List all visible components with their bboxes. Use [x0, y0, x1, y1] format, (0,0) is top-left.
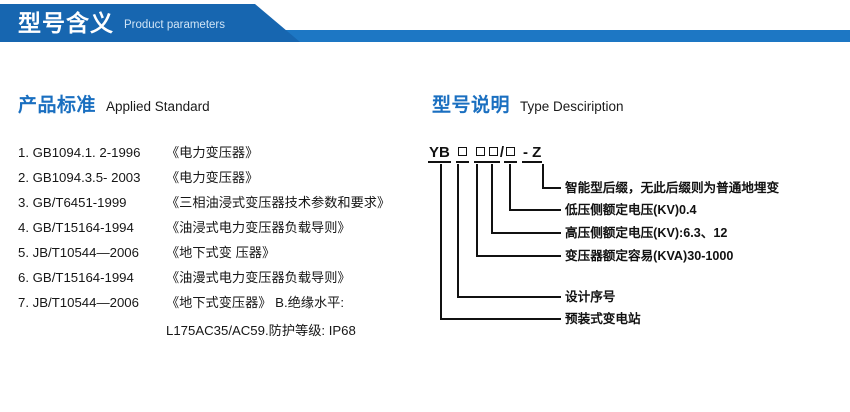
leader-design-serial [457, 164, 561, 298]
standard-row: 6. GB/T15164-1994 《油漫式电力变压器负载导则》 [18, 270, 428, 287]
callout-hv-rated-voltage: 高压侧额定电压(KV):6.3、12 [565, 226, 728, 240]
standard-code: 7. JB/T10544—2006 [18, 295, 139, 310]
section-title-type-description: 型号说明 Type Desciription [432, 90, 624, 117]
leader-hv-voltage [491, 164, 561, 234]
callout-design-serial: 设计序号 [565, 290, 616, 304]
callout-labels: 智能型后缀，无此后缀则为普通地埋变 低压侧额定电压(KV)0.4 高压侧额定电压… [425, 140, 850, 340]
section-title-cn: 型号说明 [432, 95, 511, 116]
code-box-design [455, 144, 469, 163]
code-box-capacity [473, 144, 487, 163]
code-box-icon [475, 147, 485, 156]
standard-row: 7. JB/T10544—2006 《地下式变压器》 B.绝缘水平: [18, 295, 428, 312]
code-box-lv [504, 144, 518, 163]
standard-code: 5. JB/T10544—2006 [18, 245, 139, 260]
code-box-hv [486, 144, 500, 163]
callout-rated-capacity: 变压器额定容易(KVA)30-1000 [565, 249, 734, 263]
standard-name: 《三相油浸式变压器技术参数和要求》 [166, 195, 391, 210]
standard-code: 4. GB/T15164-1994 [18, 220, 134, 235]
standard-name: 《电力变压器》 [166, 170, 259, 185]
banner-dark-block [0, 4, 300, 42]
banner-title-cn: 型号含义 [18, 9, 114, 36]
section-title-en: Applied Standard [106, 99, 210, 114]
standard-name: 《地下式变 压器》 [166, 245, 276, 260]
leader-lv-voltage [509, 164, 561, 211]
leader-substation-type [440, 164, 561, 320]
section-title-applied-standard: 产品标准 Applied Standard [18, 90, 210, 117]
callout-substation-type: 预装式变电站 [565, 312, 641, 326]
leader-rated-capacity [476, 164, 561, 257]
callout-lv-rated-voltage: 低压侧额定电压(KV)0.4 [565, 203, 697, 217]
banner-title-en: Product parameters [124, 19, 225, 32]
banner-content: 型号含义 Product parameters [0, 4, 300, 42]
standards-list: 1. GB1094.1. 2-1996 《电力变压器》 2. GB1094.3.… [18, 145, 428, 339]
code-box-icon [457, 147, 467, 156]
standards-continuation: L175AC35/AC59.防护等级: IP68 [166, 323, 356, 338]
code-slash: / [499, 144, 505, 161]
code-box-icon [506, 147, 516, 156]
standard-row: 5. JB/T10544—2006 《地下式变 压器》 [18, 245, 428, 262]
standard-name: 《油漫式电力变压器负载导则》 [166, 270, 351, 285]
code-box-icon [488, 147, 498, 156]
standard-row: 1. GB1094.1. 2-1996 《电力变压器》 [18, 145, 428, 162]
standard-row: 2. GB1094.3.5- 2003 《电力变压器》 [18, 170, 428, 187]
standard-name: 《油浸式电力变压器负载导则》 [166, 220, 351, 235]
code-prefix: YB [428, 144, 451, 163]
standard-row: 4. GB/T15164-1994 《油浸式电力变压器负载导则》 [18, 220, 428, 237]
section-title-en: Type Desciription [520, 99, 624, 114]
standard-code: 6. GB/T15164-1994 [18, 270, 134, 285]
model-code-string: YB / - Z [428, 144, 543, 163]
standard-code: 2. GB1094.3.5- 2003 [18, 170, 141, 185]
callout-intelligent-suffix: 智能型后缀，无此后缀则为普通地埋变 [565, 181, 780, 195]
standard-code: 1. GB1094.1. 2-1996 [18, 145, 141, 160]
standard-code: 3. GB/T6451-1999 [18, 195, 127, 210]
standard-row: 3. GB/T6451-1999 《三相油浸式变压器技术参数和要求》 [18, 195, 428, 212]
header-banner: 型号含义 Product parameters [0, 0, 850, 46]
standard-name: 《地下式变压器》 B.绝缘水平: [166, 295, 345, 310]
leader-lines [440, 164, 561, 320]
standard-name: 《电力变压器》 [166, 145, 259, 160]
section-title-cn: 产品标准 [18, 95, 97, 116]
model-code-diagram: YB/- Z 智能型后缀，无此后缀则为普通地埋变 低压侧额定电压(K [425, 140, 850, 340]
leader-intelligent-suffix [542, 164, 561, 189]
code-suffix: - Z [522, 144, 543, 163]
